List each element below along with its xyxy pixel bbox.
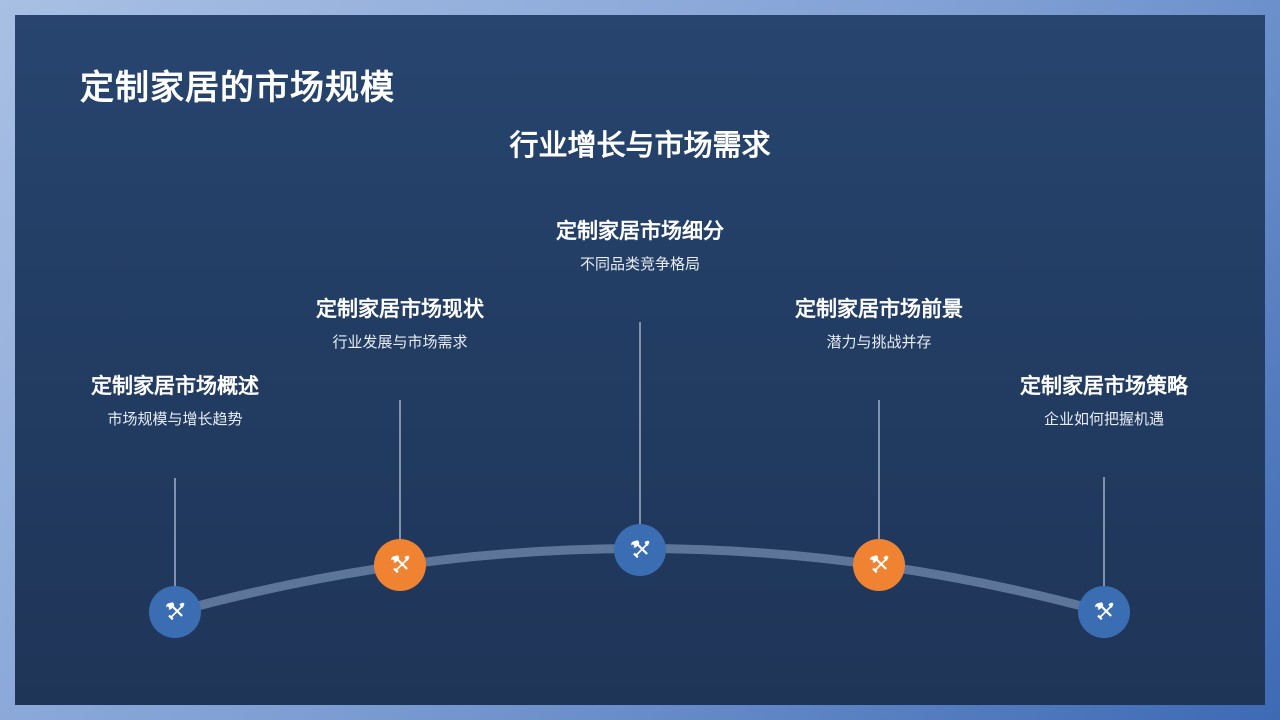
node-2-text: 定制家居市场现状 行业发展与市场需求 (270, 296, 530, 352)
tools-icon (870, 555, 889, 574)
node-4-desc: 潜力与挑战并存 (826, 333, 932, 351)
node-1-title: 定制家居市场概述 (91, 374, 259, 398)
tools-icon (166, 602, 185, 621)
node-3-text: 定制家居市场细分 不同品类竞争格局 (510, 218, 770, 274)
node-5-text: 定制家居市场策略 企业如何把握机遇 (974, 373, 1234, 429)
node-4-title: 定制家居市场前景 (795, 297, 963, 321)
node-2-desc: 行业发展与市场需求 (332, 333, 468, 351)
node-4-circle[interactable] (853, 539, 905, 591)
node-3-title: 定制家居市场细分 (556, 219, 724, 243)
node-5-title: 定制家居市场策略 (1020, 374, 1188, 398)
node-5-circle[interactable] (1078, 586, 1130, 638)
node-2-circle[interactable] (374, 539, 426, 591)
node-3-desc: 不同品类竞争格局 (579, 255, 700, 273)
node-4-text: 定制家居市场前景 潜力与挑战并存 (749, 296, 1009, 352)
node-2-title: 定制家居市场现状 (316, 297, 484, 321)
slide-title: 定制家居的市场规模 (80, 68, 395, 108)
node-1-circle[interactable] (149, 586, 201, 638)
node-5-desc: 企业如何把握机遇 (1043, 410, 1164, 428)
slide-subtitle: 行业增长与市场需求 (509, 128, 771, 162)
tools-icon (1095, 602, 1114, 621)
tools-icon (391, 555, 410, 574)
node-1-text: 定制家居市场概述 市场规模与增长趋势 (45, 373, 305, 429)
node-1-desc: 市场规模与增长趋势 (107, 410, 243, 428)
tools-icon (631, 540, 650, 559)
node-3-circle[interactable] (614, 524, 666, 576)
